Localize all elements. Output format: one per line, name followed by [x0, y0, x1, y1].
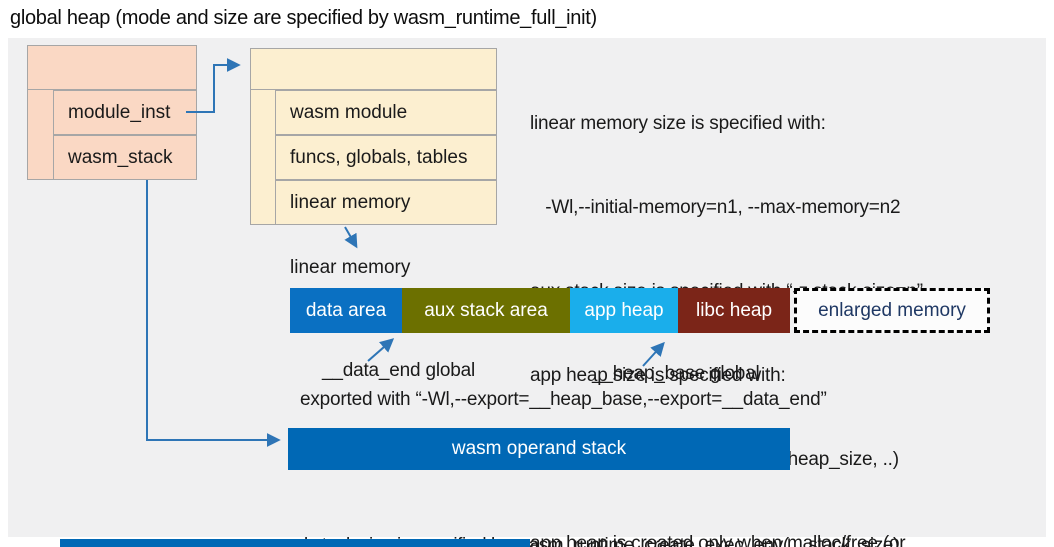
export-note: exported with “-Wl,--export=__heap_base,… — [300, 389, 827, 410]
wasm-module-label: wasm module — [290, 101, 408, 123]
segment-libc-heap-label: libc heap — [695, 299, 773, 321]
bottom-accent-bar — [60, 539, 530, 547]
instance-field-wasm-module: wasm module — [275, 90, 497, 135]
segment-libc-heap: libc heap — [678, 288, 790, 333]
module-inst-label: module_inst — [68, 101, 171, 123]
note-line: app heap size is specified with: — [530, 365, 786, 386]
exec-env-field-wasm-stack: wasm_stack — [53, 135, 197, 180]
segment-app-heap: app heap — [570, 288, 678, 333]
notes-bottom: wasm operand stack size is specified by … — [188, 481, 899, 547]
segment-aux-stack-area: aux stack area — [402, 288, 570, 333]
note-line: linear memory size is specified with: — [530, 113, 826, 134]
note-line: app heap is created only when malloc/fre… — [530, 533, 906, 547]
exec-env-field-module-inst: module_inst — [53, 90, 197, 135]
instance-field-funcs-globals-tables: funcs, globals, tables — [275, 135, 497, 180]
linear-memory-field-label: linear memory — [290, 191, 411, 213]
instance-field-linear-memory: linear memory — [275, 180, 497, 225]
segment-enlarged-memory: enlarged memory — [794, 288, 990, 333]
segment-enlarged-memory-label: enlarged memory — [818, 299, 966, 321]
segment-data-area: data area — [290, 288, 402, 333]
segment-data-area-label: data area — [305, 299, 387, 321]
wasm-operand-stack-label: wasm operand stack — [451, 438, 627, 459]
funcs-globals-tables-label: funcs, globals, tables — [290, 146, 468, 168]
heap-base-global-label: __heap_base global — [592, 363, 760, 384]
linear-memory-bar-label: linear memory — [290, 257, 411, 278]
note-line: -Wl,--initial-memory=n1, --max-memory=n2 — [530, 197, 901, 218]
data-end-global-label: __data_end global — [322, 360, 475, 381]
wasm-operand-stack-bar: wasm operand stack — [288, 428, 790, 470]
segment-app-heap-label: app heap — [584, 299, 664, 321]
segment-aux-stack-area-label: aux stack area — [424, 299, 548, 321]
module-instance-header-row — [250, 48, 497, 90]
exec-env-header-row — [27, 45, 197, 90]
diagram-title: global heap (mode and size are specified… — [10, 7, 597, 29]
wasm-stack-label: wasm_stack — [68, 146, 173, 168]
